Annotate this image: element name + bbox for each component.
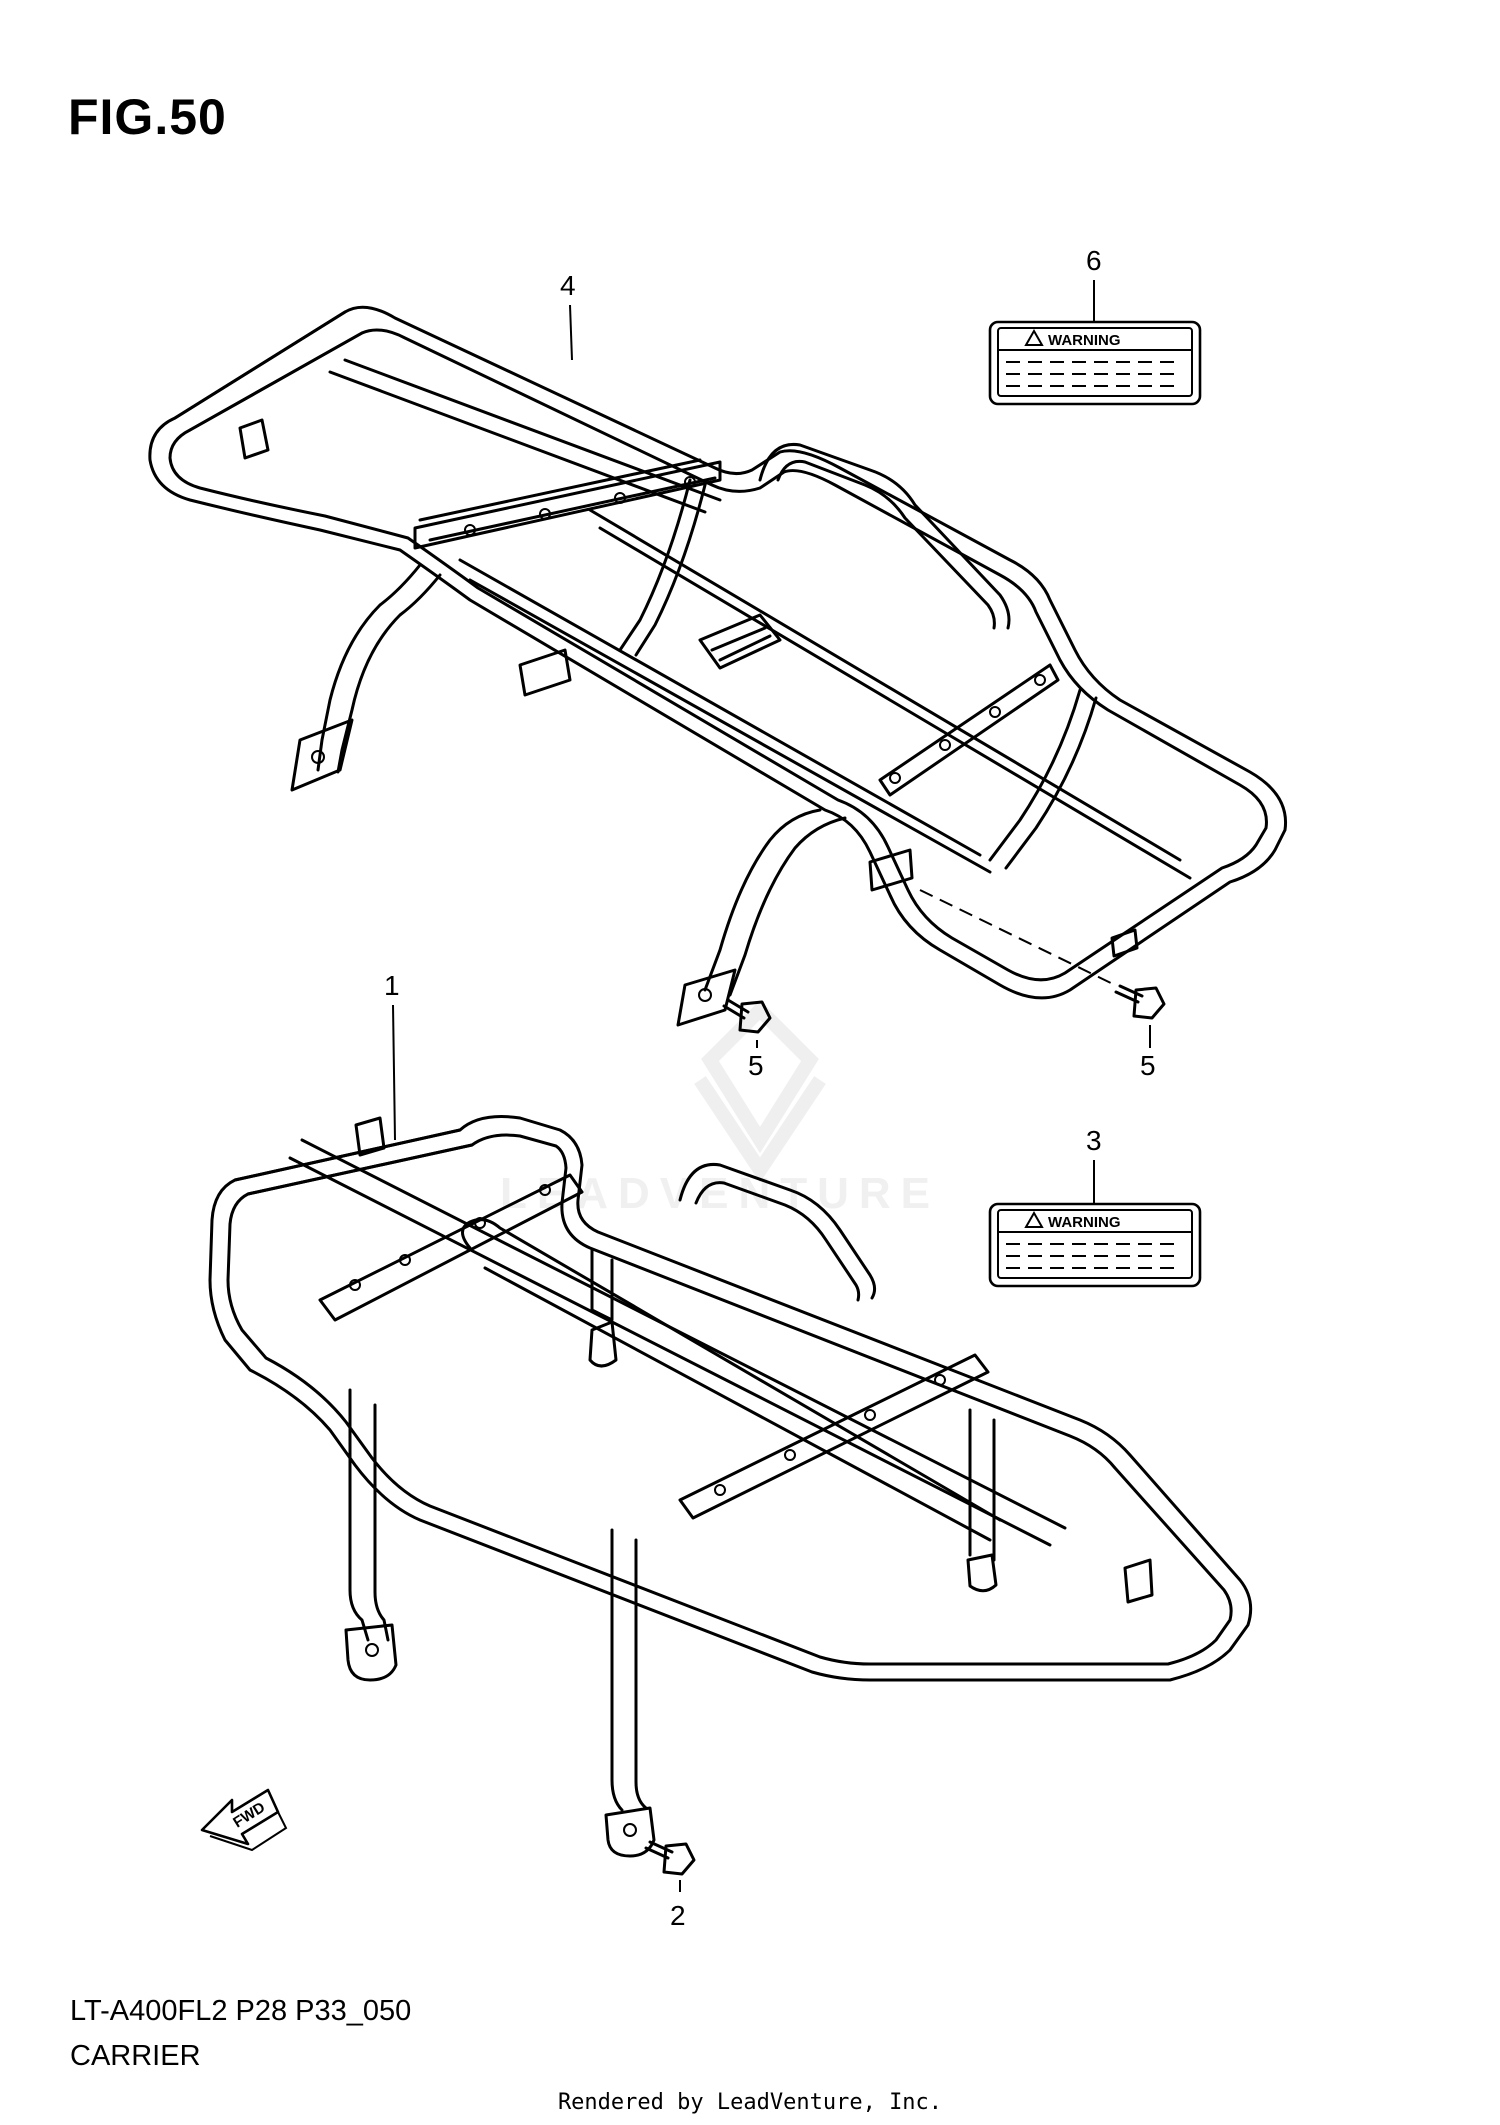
callout-2-number: 2: [670, 1900, 686, 1931]
callout-3-number: 3: [1086, 1125, 1102, 1156]
callout-6-number: 6: [1086, 245, 1102, 276]
bolt-5-right[interactable]: 5: [1114, 984, 1166, 1081]
render-credit: Rendered by LeadVenture, Inc.: [557, 2090, 943, 2115]
fwd-text: FWD: [230, 1799, 268, 1832]
callout-1-number: 1: [384, 970, 400, 1001]
bolt-2[interactable]: 2: [644, 1840, 696, 1931]
watermark-logo: LEADVENTURE: [500, 1000, 930, 1218]
warning-label-3-text: WARNING: [1048, 1214, 1121, 1231]
figure-title: FIG.50: [68, 89, 227, 145]
forward-direction-arrow-icon: FWD: [200, 1788, 288, 1852]
callout-1[interactable]: 1: [384, 970, 400, 1141]
section-name-label: CARRIER: [70, 2040, 201, 2072]
callout-5-right-number: 5: [1140, 1050, 1156, 1081]
upper-carrier-part-4: [148, 305, 1288, 1027]
callout-5-left-number: 5: [748, 1050, 764, 1081]
bolt-5-left[interactable]: 5: [722, 998, 772, 1081]
warning-label-6[interactable]: 6 WARNING: [988, 245, 1202, 406]
warning-label-3[interactable]: 3 WARNING: [988, 1125, 1202, 1288]
lower-carrier-part-1: [208, 1115, 1253, 1858]
warning-label-6-text: WARNING: [1048, 332, 1121, 349]
callout-4-number: 4: [560, 270, 576, 301]
model-code-label: LT-A400FL2 P28 P33_050: [70, 1995, 412, 2027]
callout-4[interactable]: 4: [560, 270, 576, 361]
